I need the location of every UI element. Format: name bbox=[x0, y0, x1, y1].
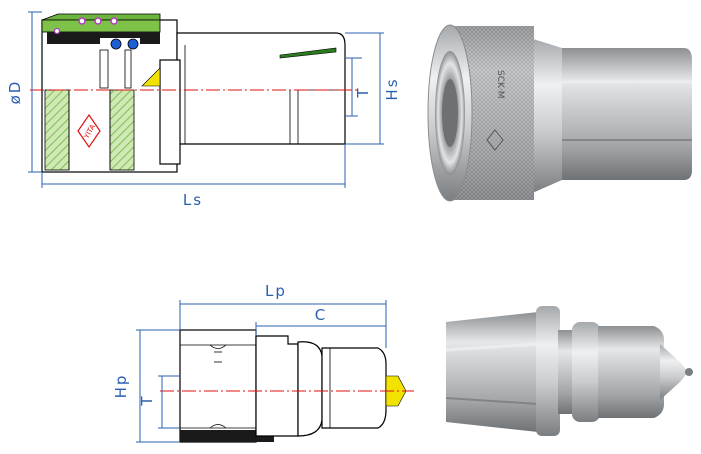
dim-c: C bbox=[255, 306, 386, 336]
dim-od-label: øD bbox=[6, 80, 24, 105]
dim-c-label: C bbox=[315, 306, 327, 324]
dim-od: øD bbox=[6, 11, 42, 173]
socket-collar bbox=[159, 59, 181, 165]
socket-photo: SCK·M bbox=[427, 24, 692, 202]
yita-logo-icon: YITA bbox=[77, 113, 101, 149]
oring-blue-2 bbox=[127, 38, 139, 50]
dim-lp: Lp bbox=[179, 282, 387, 348]
dim-hp-label: Hp bbox=[112, 374, 130, 399]
dim-ls-label: Ls bbox=[183, 191, 203, 209]
socket-drawing: YITA øD Ls Hs T bbox=[6, 11, 401, 209]
dim-ls: Ls bbox=[41, 144, 346, 209]
dim-t-socket-label: T bbox=[354, 86, 372, 98]
oring-blue-1 bbox=[110, 38, 122, 50]
plug-tip-seal bbox=[385, 375, 407, 407]
yellow-seal bbox=[141, 67, 161, 87]
plug-nose bbox=[321, 347, 387, 429]
dim-lp-label: Lp bbox=[265, 282, 287, 300]
plug-drawing: Lp C Hp T bbox=[112, 282, 414, 443]
thread-hatch-left bbox=[44, 89, 70, 171]
dim-t-plug: T bbox=[138, 375, 180, 429]
dim-t-socket: T bbox=[345, 57, 372, 117]
plug-hex bbox=[179, 329, 257, 443]
dim-hp: Hp bbox=[112, 329, 180, 443]
dim-t-plug-label: T bbox=[138, 394, 156, 406]
thread-hatch-right bbox=[109, 89, 135, 171]
socket-body bbox=[176, 32, 346, 145]
dim-hs: Hs bbox=[345, 32, 401, 145]
dim-hs-label: Hs bbox=[383, 77, 401, 100]
plug-photo bbox=[445, 306, 693, 436]
plug-neck bbox=[255, 335, 299, 437]
svg-text:SCK·M: SCK·M bbox=[495, 70, 505, 99]
